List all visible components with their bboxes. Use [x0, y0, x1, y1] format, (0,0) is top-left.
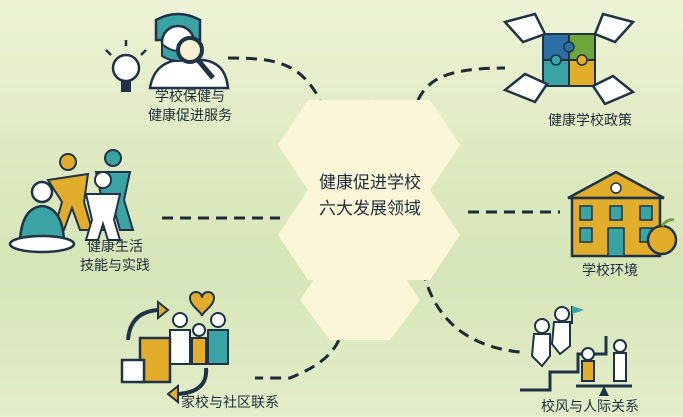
doctor-magnifier-icon	[105, 12, 230, 92]
center-hexagons	[278, 100, 460, 340]
climbing-stairs-icon	[520, 306, 632, 396]
center-title-line1: 健康促进学校	[319, 173, 421, 193]
family-community-icon	[120, 291, 229, 405]
center-title: 健康促进学校 六大发展领域	[280, 170, 460, 222]
domain-label-policy: 健康学校政策	[525, 112, 655, 131]
school-building-icon	[567, 170, 678, 258]
domain-label-ethos: 校风与人际关系	[520, 398, 660, 417]
puzzle-hands-icon	[502, 12, 636, 106]
domain-label-environment: 学校环境	[560, 262, 660, 281]
domain-label-policy-line1: 健康学校政策	[548, 113, 632, 129]
connector-service	[227, 56, 322, 101]
domain-label-service-line2: 健康促进服务	[148, 108, 232, 124]
domain-label-service: 学校保健与 健康促进服务	[130, 88, 250, 126]
domain-label-environment-line1: 学校环境	[582, 263, 638, 279]
center-title-line2: 六大发展领域	[319, 199, 421, 219]
domain-label-skills-line2: 技能与实践	[80, 258, 150, 274]
domain-label-community: 家校与社区联系	[160, 394, 300, 413]
domain-label-skills: 健康生活 技能与实践	[60, 238, 170, 276]
connector-ethos	[418, 251, 521, 354]
domain-label-service-line1: 学校保健与	[155, 89, 225, 105]
connector-policy	[416, 66, 506, 101]
domain-label-skills-line1: 健康生活	[87, 239, 143, 255]
domain-label-ethos-line1: 校风与人际关系	[541, 399, 639, 415]
exercise-people-icon	[8, 149, 135, 254]
domain-label-community-line1: 家校与社区联系	[181, 395, 279, 411]
